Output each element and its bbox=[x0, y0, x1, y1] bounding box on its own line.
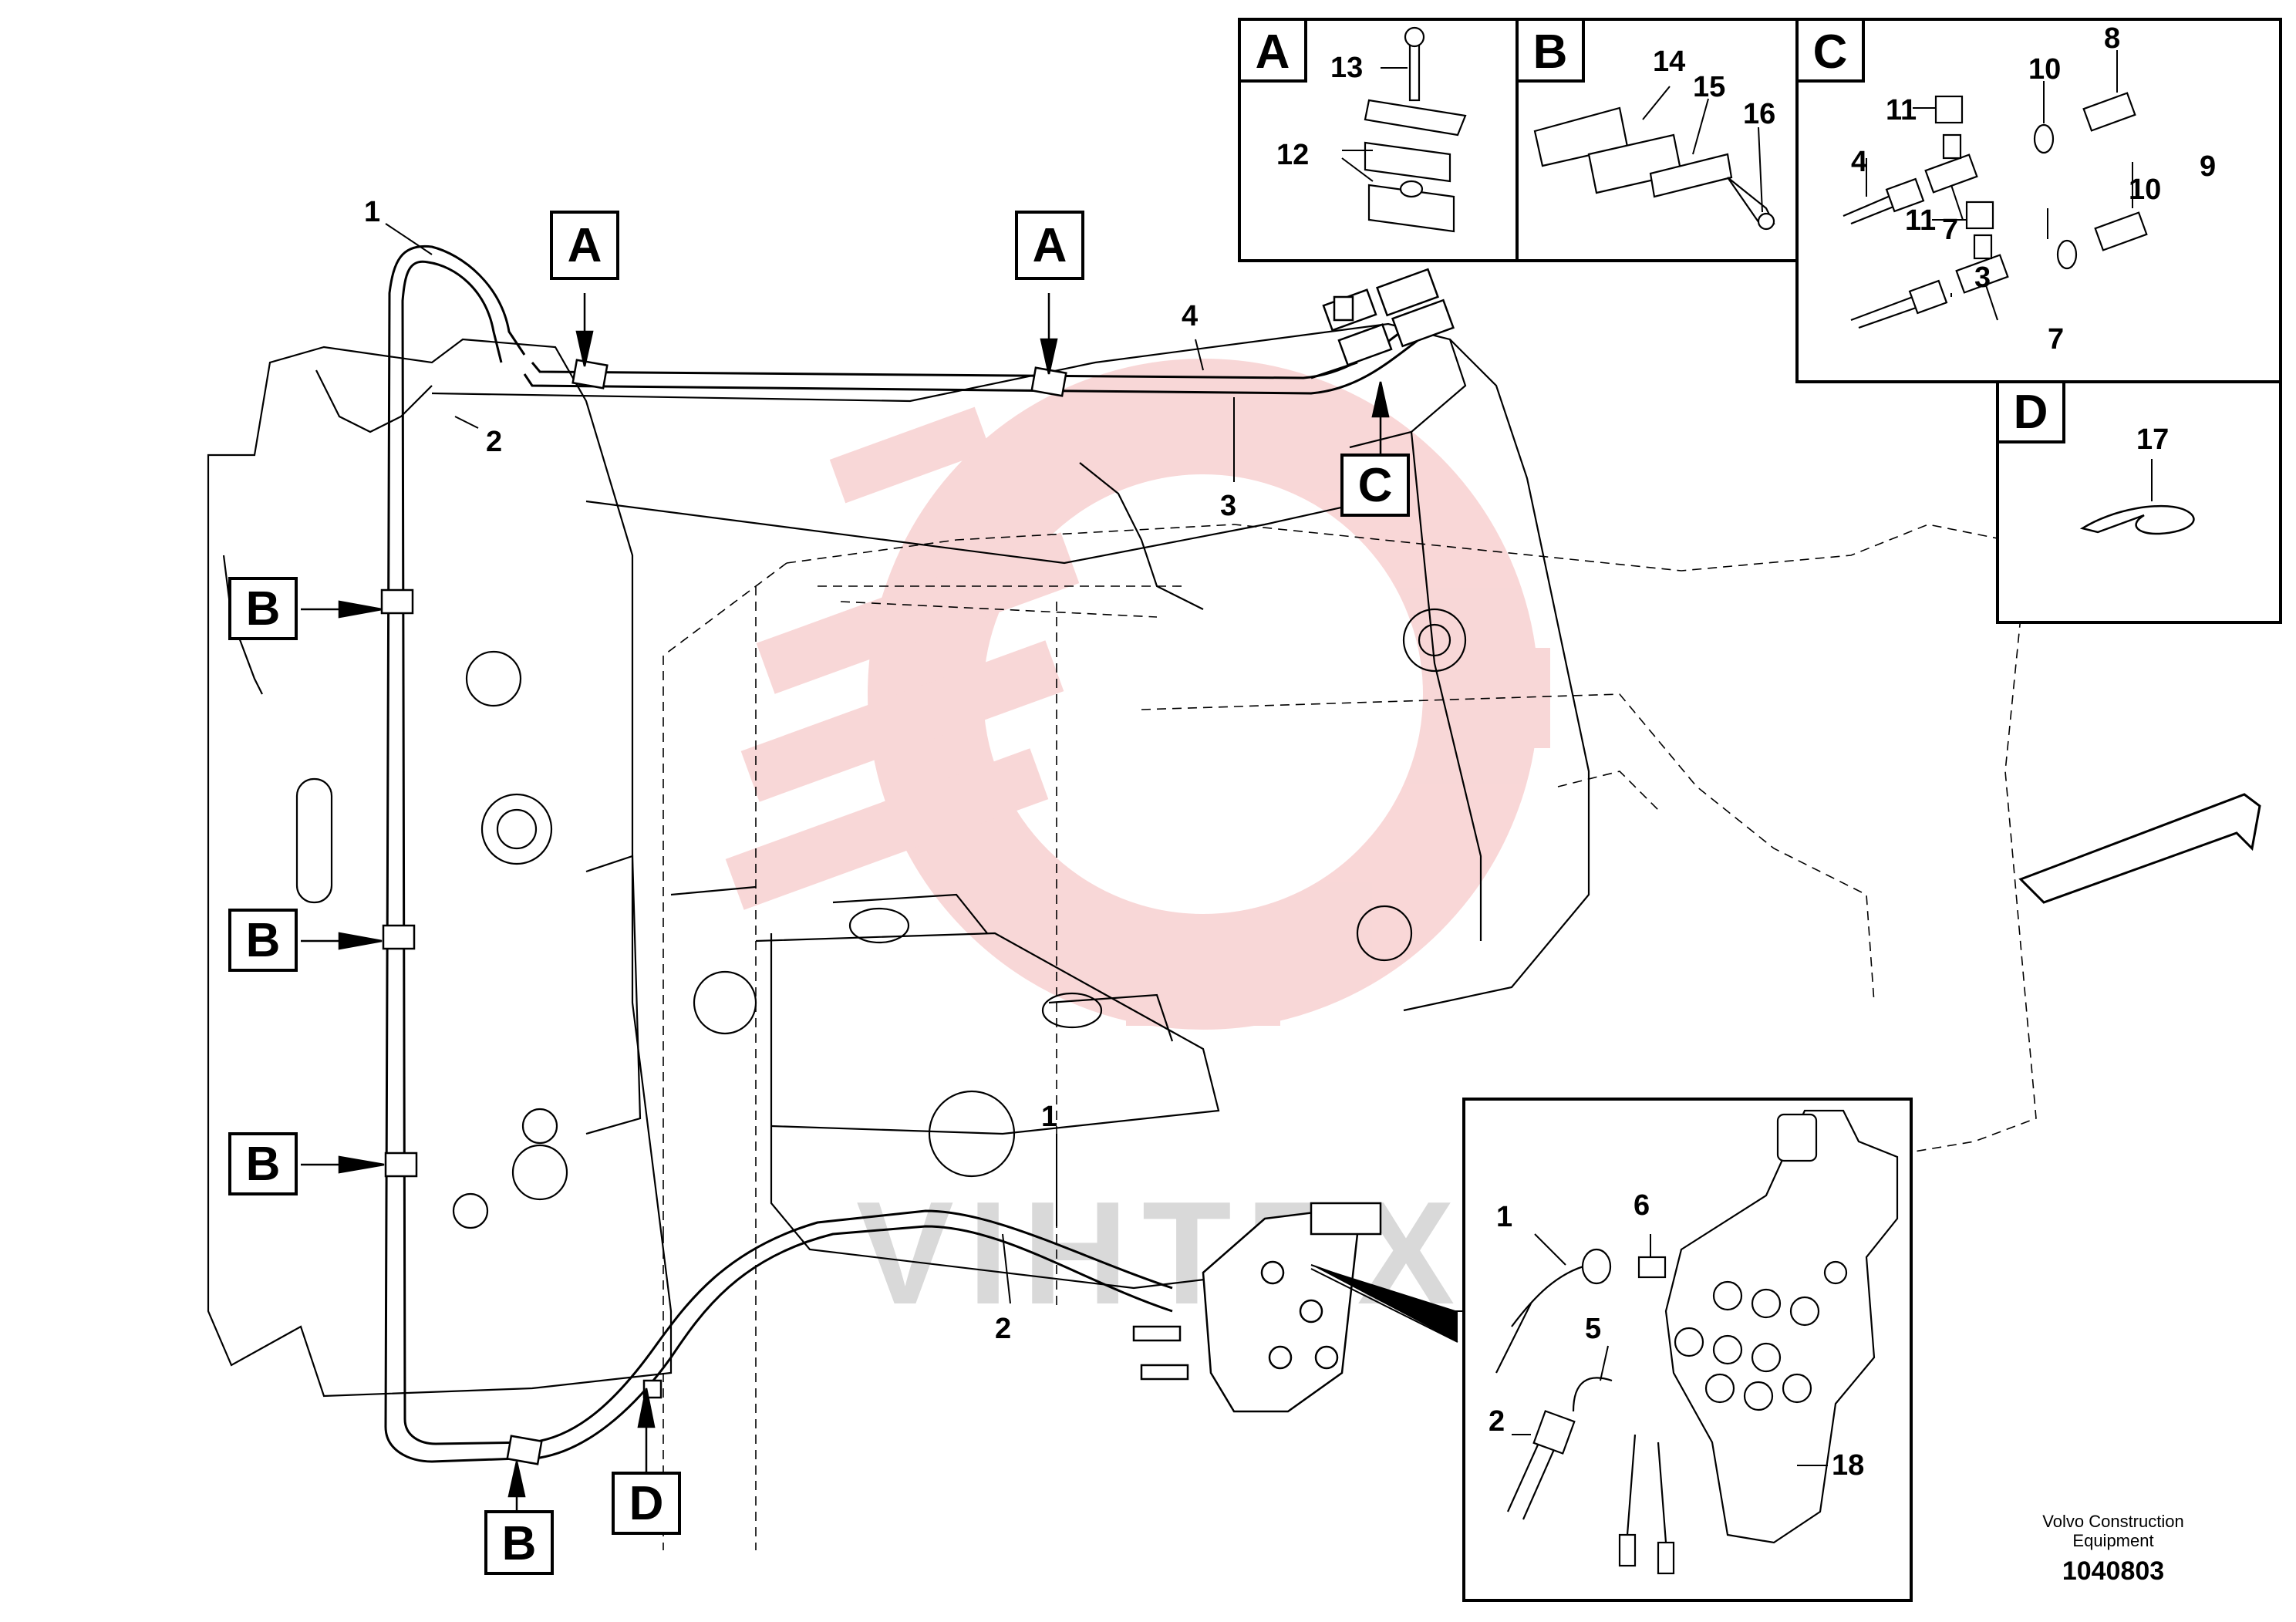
svg-text:6: 6 bbox=[1633, 1189, 1650, 1222]
svg-text:B: B bbox=[1533, 25, 1568, 79]
callout-box-b3: B bbox=[228, 1132, 298, 1195]
svg-text:18: 18 bbox=[1832, 1449, 1864, 1482]
label-lower-1: 1 bbox=[1041, 1101, 1057, 1133]
hydraulic-hoses bbox=[384, 244, 1420, 1463]
svg-text:4: 4 bbox=[1851, 146, 1867, 178]
control-valve-main bbox=[1132, 1202, 1382, 1413]
callout-box-b4: B bbox=[484, 1510, 554, 1575]
svg-text:2: 2 bbox=[1489, 1405, 1505, 1438]
callout-box-d: D bbox=[612, 1472, 681, 1535]
chassis-outline-dashed bbox=[663, 524, 2037, 1550]
svg-text:B: B bbox=[246, 1138, 281, 1191]
svg-text:13: 13 bbox=[1330, 52, 1363, 84]
detail-d-panel: D 17 bbox=[1996, 380, 2282, 624]
callout-box-a2: A bbox=[1015, 211, 1084, 280]
svg-text:9: 9 bbox=[2200, 150, 2216, 183]
svg-text:15: 15 bbox=[1693, 71, 1725, 103]
callout-box-b2: B bbox=[228, 909, 298, 972]
valve-detail-inset: 1 6 5 2 18 bbox=[1462, 1098, 1913, 1602]
callout-box-b1: B bbox=[228, 577, 298, 640]
svg-text:1: 1 bbox=[1496, 1201, 1512, 1233]
callout-box-c: C bbox=[1340, 454, 1410, 517]
svg-text:C: C bbox=[1813, 25, 1848, 79]
loader-frame-drawing bbox=[207, 322, 1590, 1398]
svg-text:17: 17 bbox=[2136, 423, 2169, 456]
svg-text:7: 7 bbox=[2048, 323, 2064, 356]
svg-text:D: D bbox=[629, 1477, 664, 1530]
svg-text:14: 14 bbox=[1653, 46, 1685, 78]
svg-text:B: B bbox=[246, 582, 281, 636]
document-number: 1040803 bbox=[2062, 1556, 2164, 1586]
svg-text:C: C bbox=[1358, 459, 1393, 512]
svg-text:A: A bbox=[1256, 25, 1290, 79]
svg-text:12: 12 bbox=[1276, 139, 1309, 171]
svg-text:3: 3 bbox=[1974, 261, 1991, 294]
label-lower-2: 2 bbox=[995, 1313, 1011, 1345]
svg-text:B: B bbox=[246, 914, 281, 967]
svg-text:11: 11 bbox=[1905, 204, 1936, 237]
callout-arrows bbox=[301, 293, 1390, 1512]
watermark-gear-logo bbox=[725, 359, 1550, 1030]
callout-box-a1: A bbox=[550, 211, 619, 280]
svg-text:16: 16 bbox=[1743, 98, 1775, 130]
detail-c-panel: C 8 11 10 4 7 9 11 10 3 bbox=[1795, 18, 2282, 383]
pipe-couplings bbox=[1322, 268, 1455, 366]
label-hose-1: 1 bbox=[364, 196, 380, 228]
svg-text:D: D bbox=[2014, 386, 2048, 439]
watermark-text: VIHTEX bbox=[856, 1172, 1468, 1335]
svg-text:10: 10 bbox=[2129, 174, 2161, 206]
svg-text:10: 10 bbox=[2028, 53, 2061, 86]
svg-text:B: B bbox=[502, 1517, 537, 1570]
forward-direction-arrow bbox=[2018, 793, 2261, 904]
detail-b-panel: B 14 15 16 bbox=[1515, 18, 1799, 262]
label-hose-2: 2 bbox=[486, 426, 502, 458]
credit-line-2: Equipment bbox=[2072, 1531, 2153, 1550]
label-pipe-4: 4 bbox=[1182, 300, 1198, 332]
svg-text:5: 5 bbox=[1585, 1313, 1601, 1345]
valve-pointer bbox=[1311, 1265, 1458, 1342]
svg-text:11: 11 bbox=[1886, 94, 1917, 126]
detail-a-panel: A 13 12 bbox=[1238, 18, 1519, 262]
svg-text:A: A bbox=[1033, 219, 1067, 272]
label-pipe-3: 3 bbox=[1220, 490, 1236, 522]
credit-line-1: Volvo Construction bbox=[2042, 1512, 2183, 1531]
svg-text:7: 7 bbox=[1942, 214, 1958, 246]
svg-text:8: 8 bbox=[2104, 22, 2120, 55]
svg-text:A: A bbox=[568, 219, 602, 272]
